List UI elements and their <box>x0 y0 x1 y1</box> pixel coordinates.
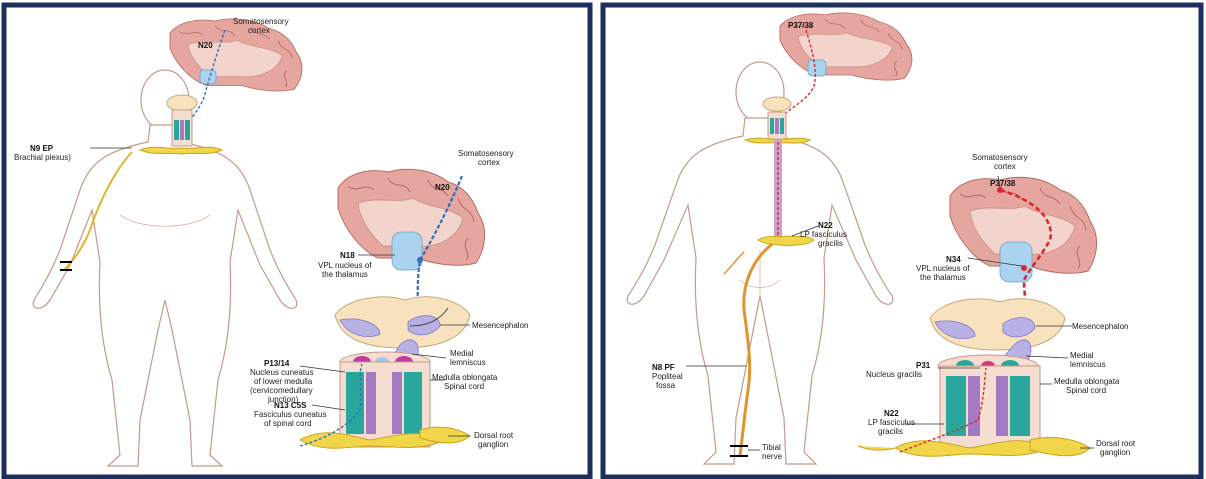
right-n22-title: N22 <box>818 221 833 230</box>
left-medulla-label: Medulla oblongata <box>432 373 498 382</box>
left-neck-brainstem <box>167 95 197 146</box>
right-n34-title: N34 <box>946 255 961 264</box>
right-p31-title: P31 <box>916 361 931 370</box>
left-spinal-cord-label: Spinal cord <box>444 382 484 391</box>
right-p31-sub: Nucleus gracilis <box>866 370 922 379</box>
left-n13-title: N13 C5S <box>274 401 307 410</box>
left-p1314-title: P13/14 <box>264 359 290 368</box>
left-n18-dot <box>417 257 423 263</box>
left-n18-title: N18 <box>340 251 355 260</box>
right-n8-title: N8 PF <box>652 363 675 372</box>
left-mesencephalon-label: Mesencephalon <box>472 321 528 330</box>
left-n20-mid-label: N20 <box>435 183 450 192</box>
left-thalamus-top <box>200 70 216 84</box>
left-n20-top-label: N20 <box>198 41 213 50</box>
right-spinal-cord-label: Spinal cord <box>1066 386 1106 395</box>
right-thalamus-top <box>808 60 826 76</box>
right-medulla-label: Medulla oblongata <box>1054 377 1120 386</box>
left-thalamus-mid <box>392 232 422 270</box>
right-mesencephalon-label: Mesencephalon <box>1072 322 1128 331</box>
right-p3738-mid-label: P37/38 <box>990 179 1016 188</box>
left-shoulder-ganglion <box>140 147 222 154</box>
right-p3738-top-label: P37/38 <box>788 21 814 30</box>
left-n9-sub: Brachial plexus) <box>14 153 71 162</box>
left-n9-title: N9 EP <box>30 144 54 153</box>
right-n22b-title: N22 <box>884 409 899 418</box>
